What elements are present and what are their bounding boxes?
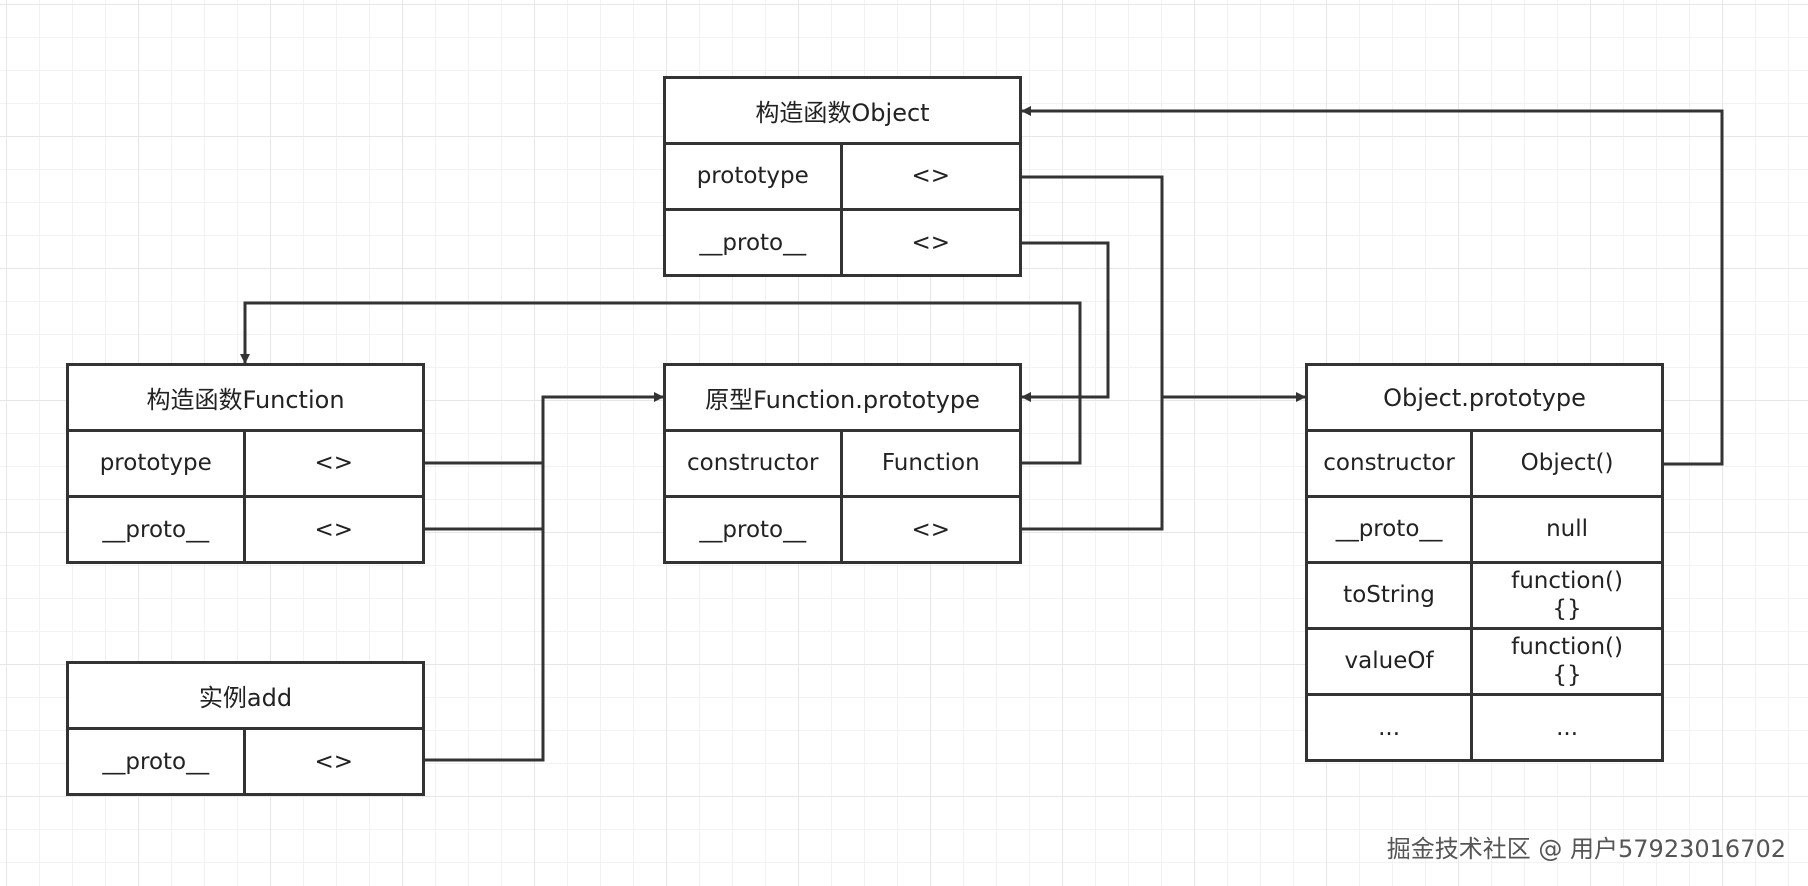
instance-add-proto-value: <>	[314, 749, 354, 776]
object-prototype-tostring-key: toString	[1308, 564, 1474, 630]
function-constructor-box: 构造函数Function prototype <> __proto__ <>	[66, 363, 425, 564]
function-prototype-proto-value: <>	[911, 517, 951, 544]
object-prototype-tostring-value: function(){}	[1473, 564, 1661, 630]
function-constructor-proto-key: __proto__	[69, 498, 246, 564]
object-prototype-ellipsis-key: ...	[1308, 696, 1474, 762]
object-prototype-constructor-value: Object()	[1473, 432, 1661, 498]
object-prototype-title: Object.prototype	[1308, 366, 1661, 432]
function-prototype-constructor-key: constructor	[666, 432, 843, 498]
object-constructor-box: 构造函数Object prototype <> __proto__ <>	[663, 76, 1022, 277]
line-function-proto-proto-to-object-proto	[1022, 397, 1164, 531]
function-constructor-proto-value: <>	[314, 517, 354, 544]
arrow-object-ctor-proto-to-function-proto	[1021, 241, 1110, 402]
object-prototype-proto-key: __proto__	[1308, 498, 1474, 564]
object-constructor-proto-value: <>	[911, 230, 951, 257]
instance-add-box: 实例add __proto__ <>	[66, 661, 425, 796]
function-prototype-constructor-value: Function	[842, 432, 1019, 498]
object-prototype-valueof-value: function(){}	[1473, 630, 1661, 696]
object-prototype-proto-value: null	[1473, 498, 1661, 564]
function-constructor-prototype-key: prototype	[69, 432, 246, 498]
object-prototype-ellipsis-value: ...	[1556, 715, 1579, 742]
watermark: 掘金技术社区 @ 用户57923016702	[1386, 835, 1786, 863]
object-prototype-box: Object.prototype constructor Object() __…	[1305, 363, 1664, 762]
function-prototype-proto-key: __proto__	[666, 498, 843, 564]
function-constructor-prototype-value: <>	[245, 432, 422, 498]
function-prototype-title: 原型Function.prototype	[666, 366, 1019, 432]
arrow-function-ctor-prototype-to-function-proto	[425, 392, 664, 465]
object-constructor-prototype-key: prototype	[666, 145, 843, 211]
object-constructor-prototype-value: <>	[842, 145, 1019, 211]
object-prototype-constructor-key: constructor	[1308, 432, 1474, 498]
instance-add-proto-key: __proto__	[69, 730, 246, 796]
function-prototype-box: 原型Function.prototype constructor Functio…	[663, 363, 1022, 564]
function-constructor-title: 构造函数Function	[69, 366, 422, 432]
object-constructor-proto-key: __proto__	[666, 211, 843, 277]
object-constructor-title: 构造函数Object	[666, 79, 1019, 145]
line-instance-add-proto	[425, 463, 545, 762]
object-prototype-valueof-key: valueOf	[1308, 630, 1474, 696]
arrow-object-ctor-prototype-to-object-proto	[1022, 175, 1306, 402]
instance-add-title: 实例add	[69, 664, 422, 730]
